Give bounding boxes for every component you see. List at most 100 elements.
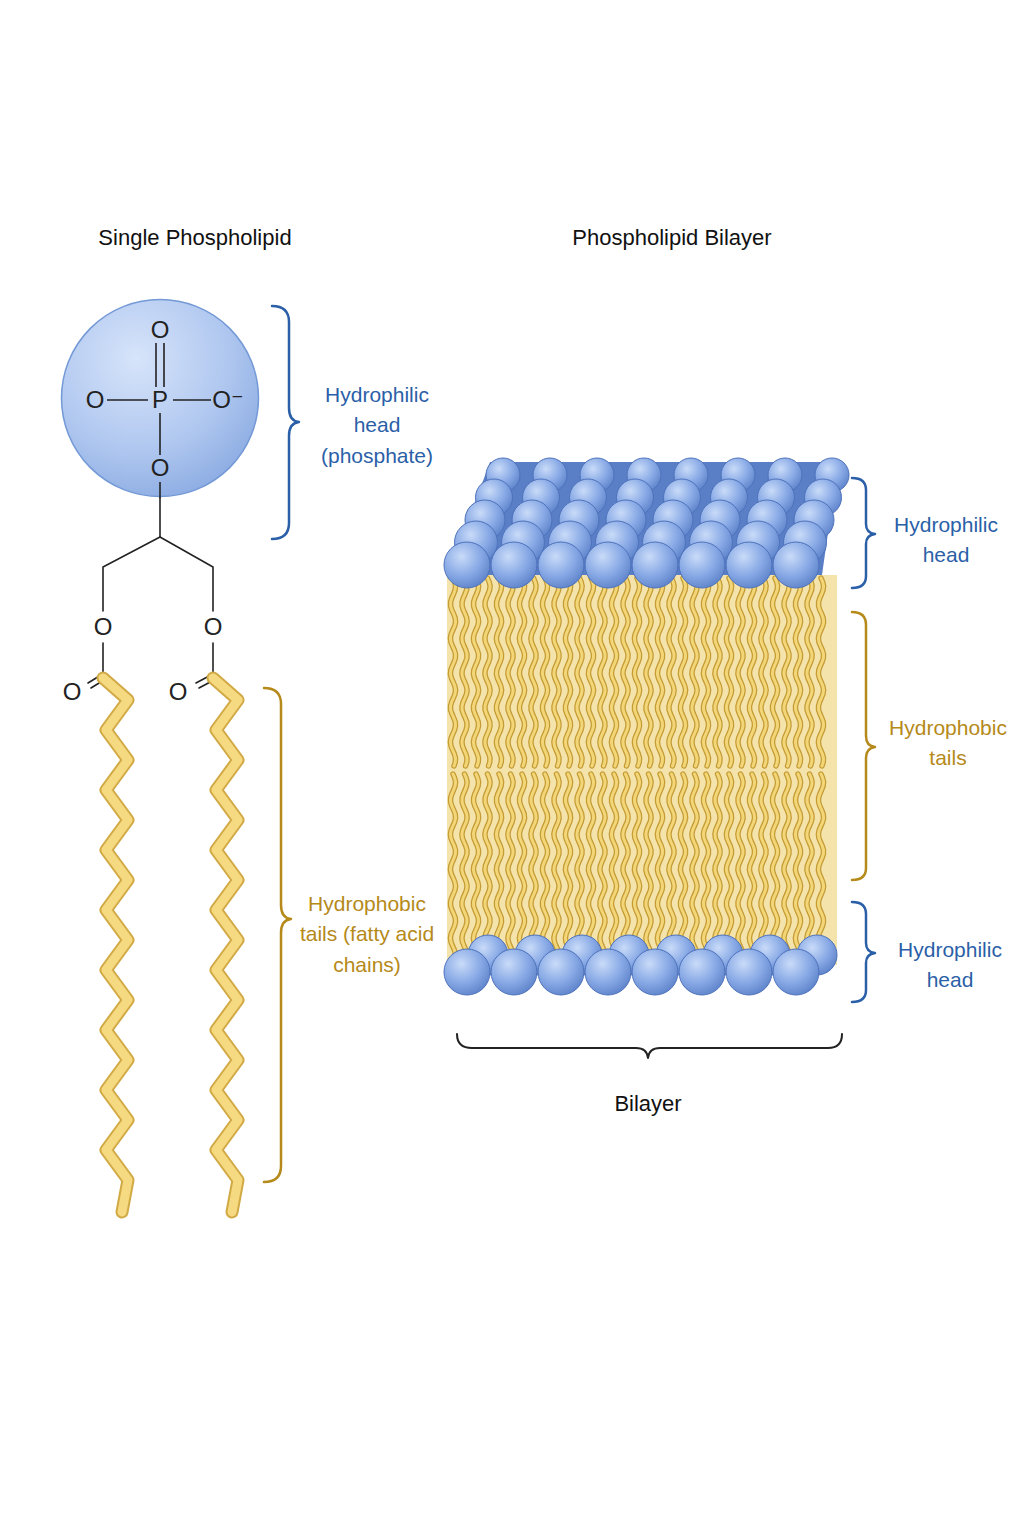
tail-outline	[807, 774, 812, 958]
tail-outline	[795, 774, 800, 958]
lipid-head	[773, 949, 819, 995]
tail-outline	[749, 774, 754, 958]
lipid-tail	[508, 578, 513, 766]
head-circle	[62, 300, 259, 497]
tail-outline	[784, 774, 789, 958]
section-heading: Single Phospholipid	[98, 222, 291, 254]
region-label: Hydrophilic head	[885, 935, 1015, 996]
lipid-tail	[485, 578, 490, 766]
lipid-tail	[795, 578, 800, 766]
tail-outline	[600, 578, 605, 766]
bond-line	[159, 413, 161, 455]
tail-outline	[715, 578, 720, 766]
lipid-tail	[818, 774, 823, 958]
lipid-tail	[657, 774, 662, 958]
lipid-tail	[542, 774, 547, 958]
lipid-tail	[588, 774, 593, 958]
lipid-tail	[772, 774, 777, 958]
tail-outline	[807, 578, 812, 766]
lipid-tail	[623, 774, 628, 958]
lipid-head	[632, 949, 678, 995]
region-label: Hydrophilic head	[881, 510, 1011, 571]
lipid-tail	[508, 774, 513, 958]
tail-outline	[462, 578, 467, 766]
phosphate-head: OOPO⁻O	[60, 298, 260, 498]
lipid-tail	[692, 578, 697, 766]
tail-outline	[761, 774, 766, 958]
lipid-head	[773, 542, 819, 588]
tail-outline	[611, 578, 616, 766]
lipid-tail	[807, 774, 812, 958]
lipid-tail	[669, 774, 674, 958]
lipid-tail	[473, 578, 478, 766]
region-label: Hydrophobic tails	[878, 713, 1018, 774]
bond-line	[155, 343, 157, 387]
tail-outline	[772, 578, 777, 766]
tail-background	[447, 575, 837, 965]
tail-outline	[646, 578, 651, 766]
lipid-tail	[761, 578, 766, 766]
tail-outline	[577, 578, 582, 766]
tail-outline	[103, 678, 128, 1212]
lipid-tail	[554, 774, 559, 958]
lipid-tail	[485, 774, 490, 958]
atom-symbol: P	[152, 388, 168, 412]
lipid-tail	[795, 774, 800, 958]
bracket	[852, 478, 875, 588]
lipid-tail	[703, 578, 708, 766]
bond-line	[107, 399, 148, 401]
lipid-head	[491, 949, 537, 995]
tail-outline	[680, 578, 685, 766]
atom-symbol: O	[151, 318, 170, 342]
lipid-tail	[462, 774, 467, 958]
lipid-tail	[611, 774, 616, 958]
lipid-head	[585, 949, 631, 995]
lipid-tail	[646, 774, 651, 958]
fatty-acid-tails	[103, 678, 238, 1212]
tail-outline	[634, 578, 639, 766]
tail-outline	[554, 578, 559, 766]
lipid-tail	[646, 578, 651, 766]
lipid-tail	[807, 578, 812, 766]
lipid-tail	[450, 578, 455, 766]
tail-outline	[213, 678, 238, 1212]
lipid-tail	[565, 578, 570, 766]
tail-outline	[588, 774, 593, 958]
bond-line	[160, 537, 213, 611]
region-label: Hydrophilic head (phosphate)	[302, 380, 452, 471]
tail-outline	[784, 578, 789, 766]
tail-outline	[508, 578, 513, 766]
bracket	[264, 688, 291, 1182]
tail-outline	[542, 774, 547, 958]
tail-outline	[554, 774, 559, 958]
lipid-tail	[542, 578, 547, 766]
atom-symbol: O	[86, 388, 105, 412]
tail-outline	[715, 774, 720, 958]
backbone	[88, 482, 214, 688]
lipid-tail	[600, 774, 605, 958]
tail-outline	[703, 774, 708, 958]
lipid-tail	[772, 578, 777, 766]
brackets	[264, 306, 875, 1182]
tail-outline	[542, 578, 547, 766]
bond-line	[103, 537, 160, 611]
tail-outline	[703, 578, 708, 766]
tail-outline	[462, 774, 467, 958]
tail-outline	[726, 578, 731, 766]
tail-outline	[669, 578, 674, 766]
lipid-tail	[496, 774, 501, 958]
bracket	[457, 1034, 842, 1058]
bond-line	[159, 482, 161, 498]
lipid-tail	[531, 578, 536, 766]
tail-outline	[496, 578, 501, 766]
lipid-tail	[531, 774, 536, 958]
lipid-tail	[715, 578, 720, 766]
lipid-tail	[703, 774, 708, 958]
tail-outline	[577, 774, 582, 958]
lipid-tail	[680, 578, 685, 766]
bracket	[852, 902, 875, 1002]
tail-outline	[795, 578, 800, 766]
tail-outline	[657, 578, 662, 766]
lipid-tail	[784, 578, 789, 766]
tail-outline	[450, 774, 455, 958]
